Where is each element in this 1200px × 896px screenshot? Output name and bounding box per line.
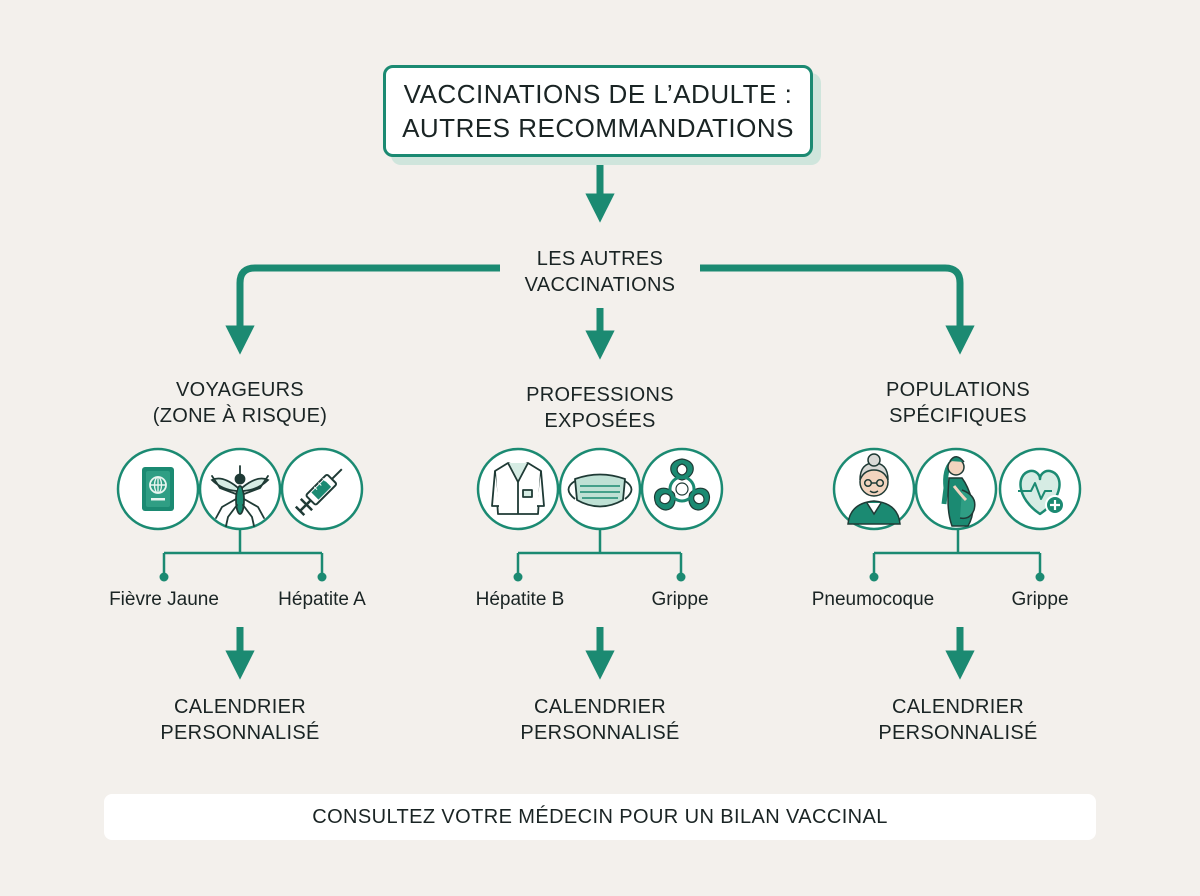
split-dot [513,572,523,582]
footer-banner: CONSULTEZ VOTRE MÉDECIN POUR UN BILAN VA… [104,794,1096,840]
outcome-line-1: CALENDRIER [534,696,666,718]
passport-icon [142,467,174,511]
split-dot [1035,572,1045,582]
split-dot [317,572,327,582]
split-dot [159,572,169,582]
title-line-2: AUTRES RECOMMANDATIONS [402,113,794,143]
vaccine-item: Hépatite A [278,589,366,610]
title-box: VACCINATIONS DE L’ADULTE : AUTRES RECOMM… [383,65,813,157]
arrow-hub-to-voyageurs [225,264,500,355]
outcome-line-2: PERSONNALISÉ [160,722,320,744]
outcome-line-2: PERSONNALISÉ [878,722,1038,744]
hub-label: LES AUTRES VACCINATIONS [450,246,750,298]
branch-title-populations: POPULATIONS SPÉCIFIQUES [808,377,1108,429]
vaccine-item: Pneumocoque [811,589,935,610]
branch-title-line-1: PROFESSIONS [526,384,674,406]
pregnant-woman-icon [941,456,976,527]
heart-health-icon [1018,469,1065,516]
branch-title-line-2: SPÉCIFIQUES [889,405,1027,427]
outcome-professions: CALENDRIER PERSONNALISÉ [450,694,750,746]
split-voyageurs [162,530,324,575]
mosquito-icon [210,465,270,527]
split-dot [676,572,686,582]
outcome-line-1: CALENDRIER [892,696,1024,718]
split-populations [872,530,1042,575]
vaccine-item: Fièvre Jaune [109,589,219,610]
face-mask-icon [567,473,633,508]
elderly-person-icon [847,453,901,525]
vaccine-item: Grippe [1011,589,1069,610]
arrow-hub-to-populations [700,264,975,355]
outcome-line-2: PERSONNALISÉ [520,722,680,744]
outcome-populations: CALENDRIER PERSONNALISÉ [808,694,1108,746]
hub-line-1: LES AUTRES [536,248,664,270]
outcome-line-1: CALENDRIER [174,696,306,718]
biohazard-icon [654,458,710,511]
branch-title-line-2: EXPOSÉES [544,410,656,432]
hub-line-2: VACCINATIONS [524,274,676,296]
syringe-icon [294,468,343,517]
vaccine-item: Hépatite B [475,589,565,610]
lab-coat-icon [491,462,545,515]
branch-title-professions: PROFESSIONS EXPOSÉES [450,382,750,434]
split-professions [516,530,683,575]
vaccine-item: Grippe [651,589,709,610]
branch-title-line-1: POPULATIONS [885,379,1031,401]
title-line-1: VACCINATIONS DE L’ADULTE : [403,79,793,109]
branch-title-voyageurs: VOYAGEURS (ZONE À RISQUE) [90,377,390,429]
split-dot [869,572,879,582]
branch-title-line-2: (ZONE À RISQUE) [152,405,328,427]
outcome-voyageurs: CALENDRIER PERSONNALISÉ [90,694,390,746]
branch-title-line-1: VOYAGEURS [176,379,304,401]
